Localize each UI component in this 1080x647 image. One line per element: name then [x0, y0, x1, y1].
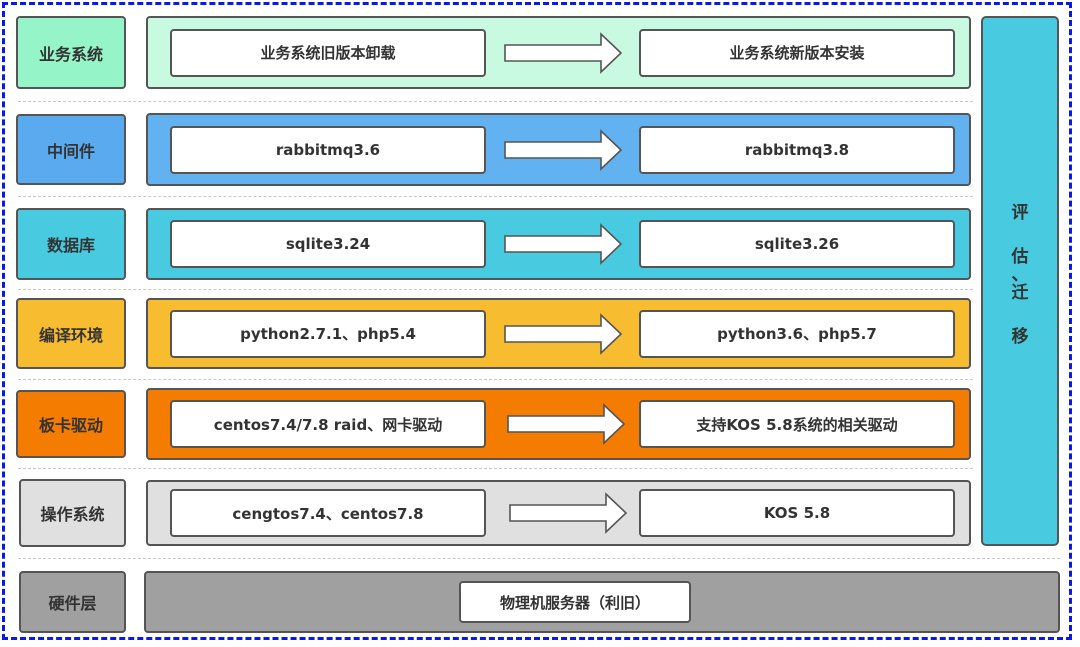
separator [18, 101, 973, 102]
layer-label-database: 数据库 [16, 208, 126, 280]
to-box: KOS 5.8 [639, 489, 955, 537]
right-arrow-icon [504, 223, 623, 265]
right-arrow-icon [509, 492, 628, 534]
layer-band-hardware: 物理机服务器（利旧） [144, 571, 1060, 633]
layer-label-hardware: 硬件层 [19, 571, 126, 633]
to-box: 支持KOS 5.8系统的相关驱动 [639, 400, 955, 448]
right-arrow-icon [504, 31, 623, 74]
side-char: 迁 [1011, 283, 1029, 303]
layer-band-build-env: python2.7.1、php5.4 python3.6、php5.7 [146, 298, 971, 369]
layer-label-middleware: 中间件 [16, 114, 126, 185]
separator [18, 289, 973, 290]
layer-band-middleware: rabbitmq3.6 rabbitmq3.8 [146, 113, 971, 186]
side-char: 、 [1011, 265, 1029, 285]
side-char: 估 [1011, 247, 1029, 267]
layer-band-business-system: 业务系统旧版本卸载 业务系统新版本安装 [146, 16, 971, 89]
layer-band-board-driver: centos7.4/7.8 raid、网卡驱动 支持KOS 5.8系统的相关驱动 [146, 388, 971, 460]
layer-band-os: cengtos7.4、centos7.8 KOS 5.8 [146, 480, 971, 546]
separator [18, 196, 973, 197]
layer-label-board-driver: 板卡驱动 [16, 390, 126, 458]
right-arrow-icon [504, 312, 623, 355]
layer-band-database: sqlite3.24 sqlite3.26 [146, 208, 971, 280]
from-box: 业务系统旧版本卸载 [170, 28, 486, 77]
separator [18, 558, 1060, 559]
separator [18, 468, 973, 469]
to-box: 业务系统新版本安装 [639, 28, 955, 77]
to-box: rabbitmq3.8 [639, 125, 955, 174]
separator [18, 379, 973, 380]
side-char: 移 [1011, 327, 1029, 347]
from-box: python2.7.1、php5.4 [170, 309, 486, 358]
layer-label-business-system: 业务系统 [16, 16, 126, 89]
from-box: cengtos7.4、centos7.8 [170, 489, 486, 537]
side-char: 评 [1011, 203, 1029, 223]
right-arrow-icon [504, 128, 623, 171]
from-box: centos7.4/7.8 raid、网卡驱动 [170, 400, 486, 448]
outer-dashed-frame [2, 2, 1072, 640]
assess-migrate-panel: 评 估 、 迁 移 [981, 16, 1059, 546]
to-box: sqlite3.26 [639, 220, 955, 268]
right-arrow-icon [507, 403, 626, 445]
physical-server-box: 物理机服务器（利旧） [459, 581, 691, 623]
from-box: sqlite3.24 [170, 220, 486, 268]
from-box: rabbitmq3.6 [170, 125, 486, 174]
layer-label-os: 操作系统 [19, 479, 126, 547]
to-box: python3.6、php5.7 [639, 309, 955, 358]
layer-label-build-env: 编译环境 [16, 298, 126, 369]
